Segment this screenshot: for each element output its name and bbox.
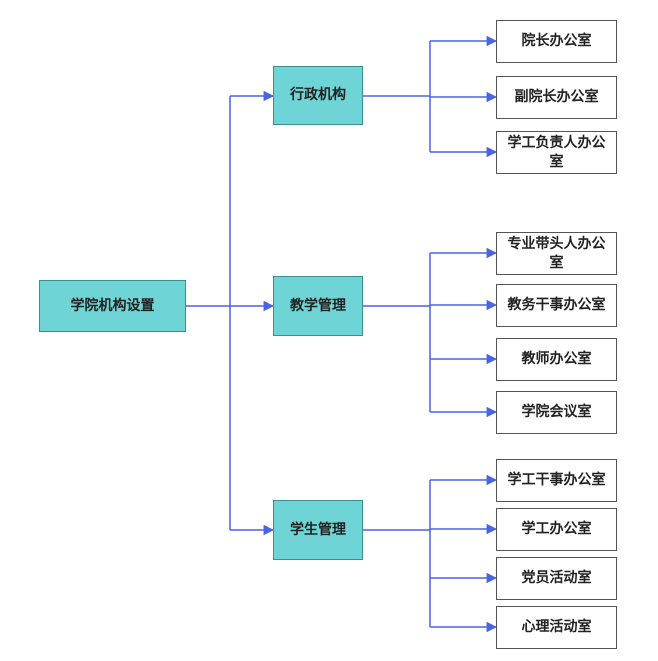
leaf-label: 学工干事办公室	[507, 472, 606, 488]
leaf-discipline-leader-office[interactable]: 专业带头人办公室	[496, 232, 617, 275]
leaf-teacher-office[interactable]: 教师办公室	[496, 338, 617, 381]
leaf-psychology-activity-room[interactable]: 心理活动室	[496, 606, 617, 649]
leaf-student-affairs-staff-office[interactable]: 学工干事办公室	[496, 459, 617, 502]
branch-student[interactable]: 学生管理	[273, 500, 363, 560]
leaf-vice-dean-office[interactable]: 副院长办公室	[496, 76, 617, 119]
root-label: 学院机构设置	[70, 297, 155, 314]
leaf-dean-office[interactable]: 院长办公室	[496, 20, 617, 63]
leaf-label: 教师办公室	[521, 351, 592, 367]
leaf-label: 党员活动室	[521, 570, 592, 586]
leaf-student-affairs-head-office[interactable]: 学工负责人办公室	[496, 131, 617, 174]
leaf-label: 学工负责人办公室	[507, 134, 606, 170]
root-node[interactable]: 学院机构设置	[39, 280, 186, 332]
leaf-label: 教务干事办公室	[507, 297, 606, 313]
branch-admin[interactable]: 行政机构	[273, 66, 363, 125]
branch-teaching[interactable]: 教学管理	[273, 276, 363, 336]
leaf-label: 副院长办公室	[514, 89, 599, 105]
leaf-label: 专业带头人办公室	[507, 235, 606, 271]
branch-admin-label: 行政机构	[290, 87, 346, 103]
leaf-party-activity-room[interactable]: 党员活动室	[496, 557, 617, 600]
leaf-label: 院长办公室	[521, 33, 592, 49]
leaf-label: 学工办公室	[521, 521, 592, 537]
leaf-label: 心理活动室	[521, 619, 592, 635]
branch-teaching-label: 教学管理	[290, 297, 346, 314]
branch-student-label: 学生管理	[290, 521, 346, 538]
leaf-academic-affairs-office[interactable]: 教务干事办公室	[496, 284, 617, 327]
leaf-meeting-room[interactable]: 学院会议室	[496, 391, 617, 434]
leaf-label: 学院会议室	[521, 404, 592, 420]
leaf-student-affairs-office[interactable]: 学工办公室	[496, 508, 617, 551]
